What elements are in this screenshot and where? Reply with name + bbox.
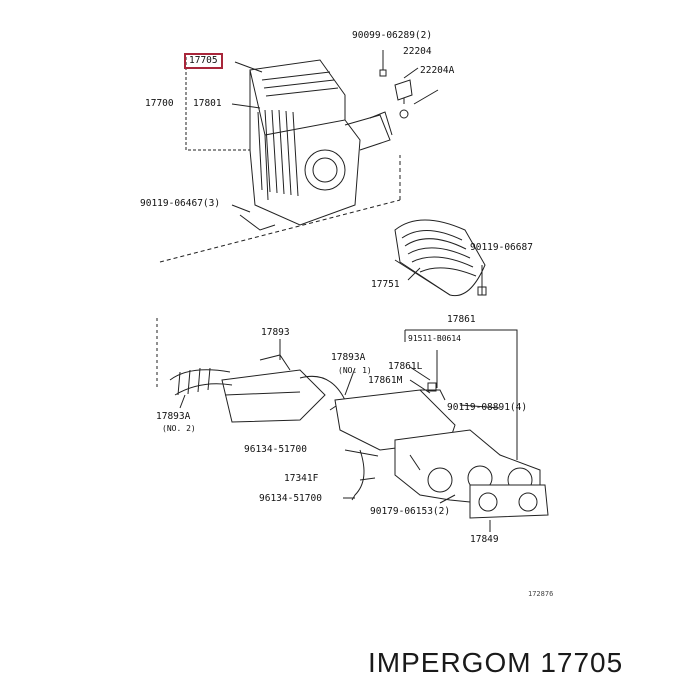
intake-resonator-lower — [169, 354, 346, 423]
air-cleaner-assembly — [239, 59, 393, 231]
label-17893: 17893 — [261, 327, 290, 338]
label-17861L: 17861L — [388, 361, 423, 372]
label-90099-06289: 90099-06289(2) — [352, 30, 433, 41]
label-91511-B0614: 91511-B0614 — [408, 334, 461, 343]
label-17849: 17849 — [470, 534, 499, 545]
label-17893A-no1-sub: (NO. 1) — [338, 366, 372, 375]
gasket-17849 — [469, 484, 549, 519]
label-90119-08891: 90119-08891(4) — [447, 402, 528, 413]
label-17861: 17861 — [447, 314, 476, 325]
label-17893A-no1: 17893A — [331, 352, 366, 363]
label-96134-51700-b: 96134-51700 — [259, 493, 322, 504]
label-17341F: 17341F — [284, 473, 319, 484]
drawing-code: 172876 — [528, 590, 554, 598]
part-caption: IMPERGOM 17705 — [368, 647, 624, 678]
label-17893A-no2-sub: (NO. 2) — [162, 424, 196, 433]
label-96134-51700-a: 96134-51700 — [244, 444, 307, 455]
label-22204: 22204 — [403, 46, 432, 57]
label-17705: 17705 — [184, 53, 223, 69]
intake-hose-17751 — [394, 219, 486, 297]
label-17751: 17751 — [371, 279, 400, 290]
label-90119-06687: 90119-06687 — [470, 242, 533, 253]
label-90119-06467: 90119-06467(3) — [140, 198, 221, 209]
label-17801: 17801 — [193, 98, 222, 109]
label-17700: 17700 — [145, 98, 174, 109]
label-17861M: 17861M — [368, 375, 403, 386]
label-17893A-no2: 17893A — [156, 411, 191, 422]
label-22204A: 22204A — [420, 65, 455, 76]
label-90179-06153: 90179-06153(2) — [370, 506, 451, 517]
